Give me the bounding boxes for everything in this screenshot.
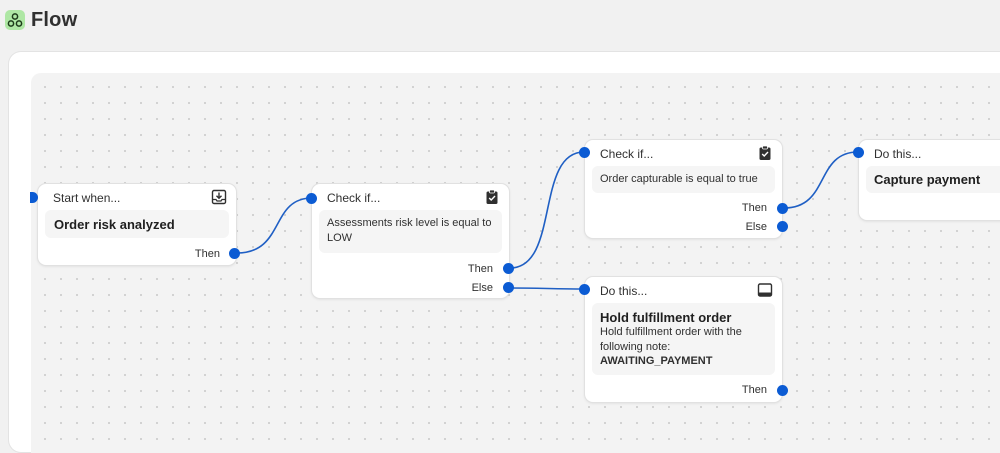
check2-else-port[interactable] [777, 221, 788, 232]
action-node-header: Do this... [874, 147, 922, 161]
capture-input-port[interactable] [853, 147, 864, 158]
action-node-hold-fulfillment[interactable]: Do this... Hold fulfillment order Hold f… [585, 277, 782, 402]
condition-text: Assessments risk level is equal to LOW [327, 217, 492, 244]
check2-then-port[interactable] [777, 203, 788, 214]
trigger-input-port[interactable] [30, 192, 38, 203]
condition-node-header: Check if... [327, 191, 381, 205]
condition-then-label: Then [467, 263, 493, 275]
action-node-body: Hold fulfillment order Hold fulfillment … [592, 303, 775, 375]
trigger-node-body: Order risk analyzed [45, 210, 229, 238]
trigger-then-port[interactable] [229, 248, 240, 259]
action-then-label: Then [741, 384, 767, 396]
hold-input-port[interactable] [579, 284, 590, 295]
app-title: Flow [31, 9, 78, 31]
action-title: Hold fulfillment order [600, 310, 732, 325]
action-description: Hold fulfillment order with the followin… [600, 326, 742, 353]
action-node-header: Do this... [600, 284, 648, 298]
condition-node-capturable[interactable]: Check if... Order capturable is equal to… [585, 140, 782, 238]
check1-input-port[interactable] [306, 193, 317, 204]
condition-node-body: Order capturable is equal to true [592, 166, 775, 193]
flow-logo-icon [5, 10, 25, 30]
window-icon [757, 283, 773, 297]
condition-node-body: Assessments risk level is equal to LOW [319, 210, 502, 253]
hold-then-port[interactable] [777, 385, 788, 396]
clipboard-check-icon [759, 145, 771, 160]
action-node-capture-payment[interactable]: Do this... Capture payment [859, 140, 1000, 220]
trigger-node[interactable]: Start when... Order risk analyzed Then [38, 184, 236, 265]
condition-else-label: Else [471, 282, 493, 294]
check2-input-port[interactable] [579, 147, 590, 158]
trigger-then-label: Then [194, 248, 220, 260]
action-node-body: Capture payment [866, 166, 1000, 193]
condition-then-label: Then [741, 202, 767, 214]
trigger-node-header: Start when... [53, 191, 121, 205]
inbox-download-icon [211, 189, 227, 205]
check1-then-port[interactable] [503, 263, 514, 274]
condition-node-risk-level[interactable]: Check if... Assessments risk level is eq… [312, 184, 509, 298]
trigger-title: Order risk analyzed [54, 217, 175, 232]
condition-else-label: Else [745, 221, 767, 233]
app-header: Flow [0, 0, 1000, 44]
clipboard-check-icon [486, 189, 498, 204]
action-title: Capture payment [874, 172, 981, 187]
condition-text: Order capturable is equal to true [600, 173, 758, 185]
action-note-value: AWAITING_PAYMENT [600, 355, 713, 367]
check1-else-port[interactable] [503, 282, 514, 293]
condition-node-header: Check if... [600, 147, 654, 161]
